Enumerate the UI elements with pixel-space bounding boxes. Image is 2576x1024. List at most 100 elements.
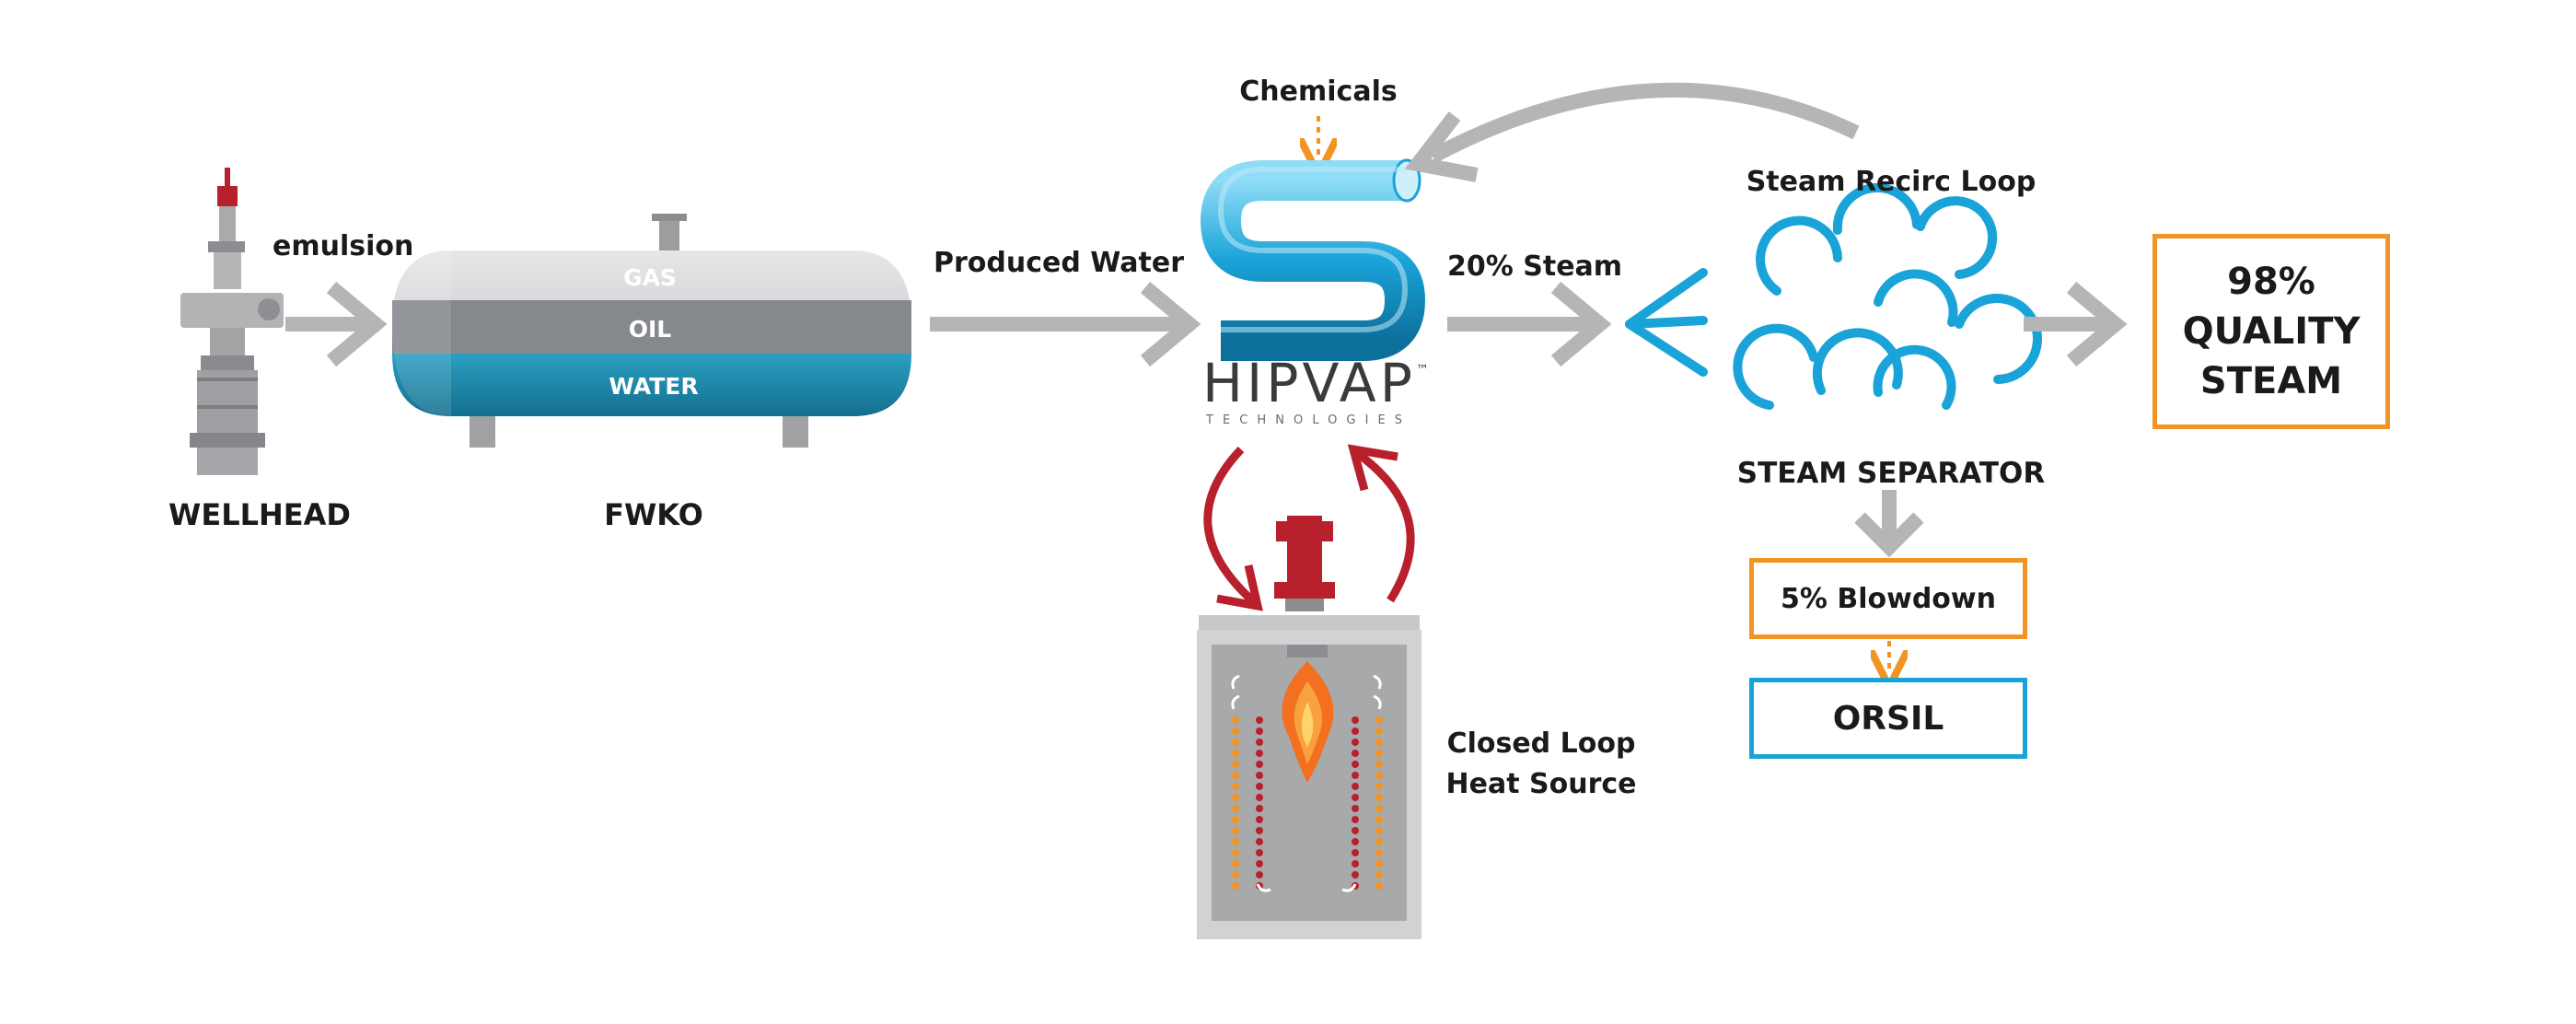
closed-loop-line1: Closed Loop <box>1446 727 1636 760</box>
heat-tube-dot <box>1256 860 1263 867</box>
heat-tube-dot <box>1232 849 1239 856</box>
circulation-arrows <box>1231 674 1382 892</box>
produced-water-label: Produced Water <box>934 247 1185 279</box>
arrow-20-steam <box>1447 281 1612 367</box>
heat-tube-dot <box>1352 716 1359 724</box>
heat-tube-dot <box>1232 739 1239 746</box>
quality-line1: 98% <box>2227 261 2315 303</box>
heat-tube-dot <box>1375 871 1383 879</box>
heat-tube-dot <box>1232 716 1239 724</box>
heat-tube-dot <box>1232 772 1239 779</box>
heat-tube-dot <box>1352 860 1359 867</box>
heat-tube-dot <box>1232 805 1239 812</box>
heat-tube-dot <box>1232 827 1239 834</box>
heat-tube-dot <box>1375 716 1383 724</box>
quality-line3: STEAM <box>2199 360 2343 402</box>
heat-tube-dot <box>1375 860 1383 867</box>
arrow-produced-water <box>930 281 1201 367</box>
heat-tube-dot <box>1352 871 1359 879</box>
arrow-emulsion <box>285 281 388 367</box>
heat-tube-dot <box>1256 716 1263 724</box>
tank-gas-label: GAS <box>623 264 677 291</box>
heat-tube-dot <box>1375 849 1383 856</box>
heat-tube-dot <box>1375 816 1383 823</box>
blowdown-label: 5% Blowdown <box>1780 582 1996 615</box>
heat-tube-dot <box>1352 761 1359 768</box>
chemicals-label: Chemicals <box>1239 76 1398 108</box>
heat-tube-dot <box>1232 750 1239 757</box>
wellhead-label: WELLHEAD <box>168 497 351 532</box>
heat-tube-dot <box>1256 727 1263 735</box>
heat-tubes <box>1232 716 1383 890</box>
heat-tube-dot <box>1375 838 1383 845</box>
heat-tube-dot <box>1375 772 1383 779</box>
heat-tube-dot <box>1352 816 1359 823</box>
heat-tube-dot <box>1375 794 1383 801</box>
heat-tube-dot <box>1256 761 1263 768</box>
heat-tube-dot <box>1256 783 1263 790</box>
heat-tube-dot <box>1352 838 1359 845</box>
heat-tube-dot <box>1256 739 1263 746</box>
arrow-quality-steam <box>2024 281 2128 367</box>
heat-tube-dot <box>1375 727 1383 735</box>
arrow-steam-recirc <box>1404 82 1860 182</box>
heat-tube-dot <box>1375 739 1383 746</box>
heat-tube-dot <box>1375 750 1383 757</box>
heat-tube-dot <box>1232 871 1239 879</box>
heat-loop-arrows <box>1203 444 1415 611</box>
tank-oil-label: OIL <box>629 316 672 343</box>
hipvap-trademark: ™ <box>1416 363 1429 378</box>
fwko-label: FWKO <box>604 497 703 532</box>
heat-tube-dot <box>1375 805 1383 812</box>
heat-tube-dot <box>1232 816 1239 823</box>
heat-tube-dot <box>1232 882 1239 890</box>
steam-separator-icon <box>1625 182 2042 410</box>
heat-tube-dot <box>1256 816 1263 823</box>
flame-icon <box>1282 661 1334 783</box>
tank-water-label: WATER <box>609 373 698 400</box>
heat-tube-dot <box>1352 805 1359 812</box>
heat-tube-dot <box>1256 849 1263 856</box>
heat-tube-dot <box>1352 772 1359 779</box>
heat-tube-dot <box>1352 739 1359 746</box>
20-steam-label: 20% Steam <box>1447 250 1623 283</box>
orsil-box: ORSIL <box>1749 678 2027 759</box>
heat-tube-dot <box>1352 750 1359 757</box>
orsil-label: ORSIL <box>1832 699 1944 738</box>
closed-loop-line2: Heat Source <box>1445 768 1637 800</box>
wellhead-icon <box>180 168 284 475</box>
heat-tube-dot <box>1256 772 1263 779</box>
heat-tube-dot <box>1352 849 1359 856</box>
heat-tube-dot <box>1352 727 1359 735</box>
heat-tube-dot <box>1375 827 1383 834</box>
steam-separator-label: STEAM SEPARATOR <box>1736 457 2046 490</box>
steam-recirc-label: Steam Recirc Loop <box>1746 166 2036 198</box>
heat-tube-dot <box>1256 871 1263 879</box>
quality-steam-box: 98% QUALITY STEAM <box>2152 234 2390 429</box>
heat-tube-dot <box>1352 827 1359 834</box>
heat-tube-dot <box>1232 860 1239 867</box>
hipvap-brand: HIPVAP <box>1202 352 1416 414</box>
heat-tube-dot <box>1256 794 1263 801</box>
heat-tube-dot <box>1256 838 1263 845</box>
heat-tube-dot <box>1352 783 1359 790</box>
heat-tube-dot <box>1375 761 1383 768</box>
heat-tube-dot <box>1256 827 1263 834</box>
heat-tube-dot <box>1352 794 1359 801</box>
hipvap-coil-icon <box>1200 158 1426 361</box>
heat-tube-dot <box>1375 882 1383 890</box>
heat-tube-dot <box>1256 805 1263 812</box>
blowdown-box: 5% Blowdown <box>1749 558 2027 639</box>
heat-tube-dot <box>1232 761 1239 768</box>
quality-line2: QUALITY <box>2182 310 2361 353</box>
emulsion-label: emulsion <box>273 230 414 262</box>
hipvap-sub: TECHNOLOGIES <box>1205 413 1410 427</box>
heat-tube-dot <box>1232 794 1239 801</box>
closed-loop-label: Closed Loop Heat Source <box>1446 724 1637 805</box>
heat-tube-dot <box>1256 750 1263 757</box>
heat-tube-dot <box>1232 727 1239 735</box>
heat-tube-dot <box>1232 838 1239 845</box>
heat-tube-dot <box>1232 783 1239 790</box>
